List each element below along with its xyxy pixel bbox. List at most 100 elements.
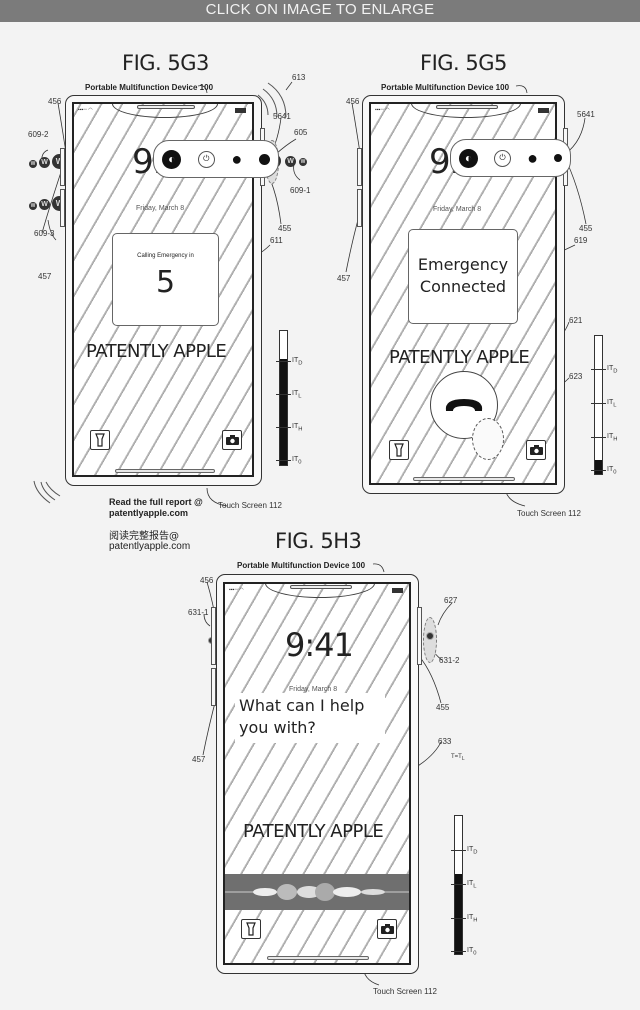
side-button-left-lower[interactable]	[60, 189, 65, 227]
ref-631-2: 631-2	[439, 656, 460, 665]
press-region-627	[423, 617, 437, 663]
flashlight-button[interactable]	[241, 919, 261, 939]
camera-icon	[225, 435, 239, 445]
vibration-icon: W	[285, 156, 296, 167]
flashlight-icon	[95, 433, 105, 447]
battery-icon	[538, 108, 549, 113]
home-indicator[interactable]	[267, 956, 369, 960]
ref-609-3: 609-3	[34, 229, 55, 238]
intensity-fill	[455, 874, 462, 954]
end-call-icon	[445, 399, 483, 411]
touch-screen[interactable]: ▪▪▪▫▫ ◠ 9:41 Friday, March 8 What can I …	[223, 582, 411, 965]
vibration-icon: W	[299, 158, 307, 166]
camera-button[interactable]	[526, 440, 546, 460]
label-itd: ITD	[292, 357, 303, 367]
touch-contact-623	[472, 418, 504, 460]
label-it0: IT0	[467, 947, 477, 957]
card-line-1: Emergency	[417, 255, 509, 274]
do-not-disturb-icon[interactable]: ◐	[162, 149, 182, 169]
intensity-meter-5g5: ITD ITL ITH IT0	[591, 335, 617, 475]
ref-609-2: 609-2	[28, 130, 49, 139]
siri-prompt: What can I help you with?	[235, 693, 385, 743]
camera-icon	[529, 445, 543, 455]
press-indicator-631-2	[426, 632, 434, 640]
power-icon[interactable]: ⏻	[494, 149, 512, 167]
side-button-left-upper[interactable]	[211, 607, 216, 665]
battery-icon	[392, 588, 403, 593]
ref-605: 605	[294, 128, 308, 137]
lock-date: Friday, March 8	[136, 205, 185, 212]
siri-prompt-line-1: What can I help	[239, 696, 365, 715]
ref-609-1: 609-1	[290, 186, 311, 195]
touch-screen-label: Touch Screen 112	[218, 501, 282, 510]
power-icon[interactable]: ⏻	[197, 150, 215, 168]
countdown-number: 5	[155, 265, 176, 300]
signal-status: ▪▪▪▫▫ ◠	[78, 107, 93, 113]
slider-knob-5641[interactable]	[258, 153, 270, 165]
emergency-sos-slider[interactable]: ◐ ⏻ ●	[450, 139, 571, 177]
home-indicator[interactable]	[115, 469, 215, 473]
side-button-left-lower[interactable]	[357, 189, 362, 227]
speaker	[290, 585, 352, 589]
battery-icon	[235, 108, 246, 113]
ref-5641: 5641	[577, 110, 595, 119]
camera-button[interactable]	[222, 430, 242, 450]
ref-611: 611	[270, 236, 283, 245]
ref-455: 455	[436, 703, 450, 712]
device-label: Portable Multifunction Device 100	[381, 83, 510, 92]
signal-status: ▪▪▪▫▫ ◠	[229, 587, 244, 593]
apple-logo-icon: ●	[231, 149, 243, 169]
ref-613: 613	[292, 73, 306, 82]
flashlight-button[interactable]	[389, 440, 409, 460]
side-button-left-upper[interactable]	[357, 148, 362, 186]
slider-knob-5641[interactable]	[553, 154, 562, 162]
emergency-countdown-card: Calling Emergency in 5	[112, 233, 219, 326]
countdown-caption: Calling Emergency in	[137, 253, 194, 259]
device-label: Portable Multifunction Device 100	[237, 561, 366, 570]
ref-457: 457	[38, 272, 52, 281]
vibration-icon: W	[39, 199, 50, 210]
vibration-icon: W	[39, 157, 50, 168]
speaker	[137, 105, 195, 109]
watermark: PATENTLY APPLE	[86, 341, 227, 362]
notch	[265, 584, 375, 598]
label-ith: ITH	[467, 914, 478, 924]
label-itd: ITD	[467, 846, 478, 856]
do-not-disturb-icon[interactable]: ◐	[459, 148, 479, 168]
ref-457: 457	[337, 274, 351, 283]
label-it0: IT0	[607, 466, 617, 476]
emergency-connected-card: Emergency Connected	[408, 229, 518, 324]
ref-456: 456	[346, 97, 360, 106]
camera-icon	[380, 924, 394, 934]
footer-link-1[interactable]: patentlyapple.com	[109, 508, 189, 518]
touch-screen-label: Touch Screen 112	[373, 987, 437, 996]
speaker	[436, 105, 498, 109]
device-label: Portable Multifunction Device 100	[85, 83, 214, 92]
ref-455: 455	[278, 224, 292, 233]
apple-logo-icon: ●	[527, 148, 538, 168]
lock-date: Friday, March 8	[289, 686, 338, 693]
home-indicator[interactable]	[413, 477, 515, 481]
emergency-sos-slider[interactable]: ◐ ⏻ ●	[153, 140, 279, 178]
flashlight-button[interactable]	[90, 430, 110, 450]
signal-status: ▪▪▪▫▫ ◠	[375, 107, 390, 113]
ref-5641: 5641	[273, 112, 291, 121]
ref-456: 456	[48, 97, 62, 106]
ref-631-1: 631-1	[188, 608, 209, 617]
camera-button[interactable]	[377, 919, 397, 939]
side-button-left-lower[interactable]	[211, 668, 216, 706]
threshold-note: T=TL	[451, 754, 465, 763]
side-button-right[interactable]	[417, 607, 422, 665]
label-itl: ITL	[467, 880, 477, 890]
siri-prompt-line-2: you with?	[239, 718, 316, 737]
figure-title-5g5: FIG. 5G5	[420, 51, 507, 75]
label-itl: ITL	[607, 399, 617, 409]
phone-frame-5h3: ▪▪▪▫▫ ◠ 9:41 Friday, March 8 What can I …	[211, 574, 422, 974]
footer-link-2[interactable]: patentlyapple.com	[109, 541, 191, 552]
flashlight-icon	[246, 922, 256, 936]
enlarge-banner[interactable]: CLICK ON IMAGE TO ENLARGE	[0, 0, 640, 22]
label-it0: IT0	[292, 456, 302, 466]
label-ith: ITH	[292, 423, 303, 433]
side-button-left-upper[interactable]	[60, 148, 65, 186]
ref-456: 456	[200, 576, 214, 585]
